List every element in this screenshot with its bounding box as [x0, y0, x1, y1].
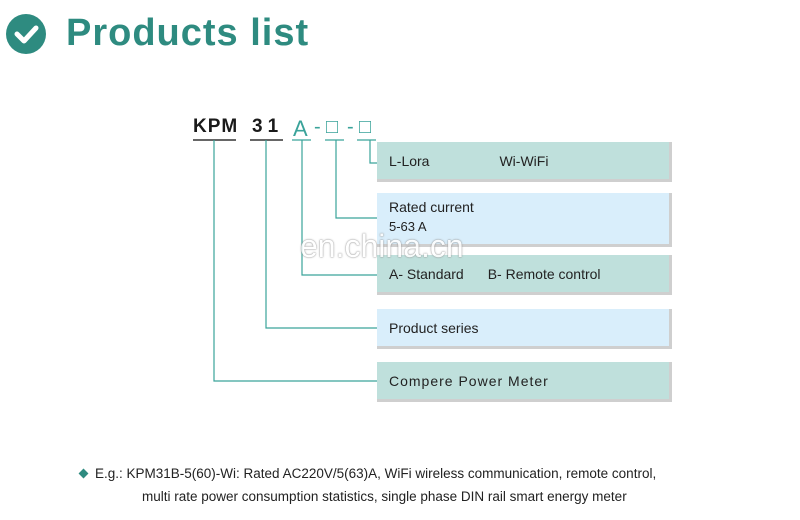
communication-box: L-Lora Wi-WiFi	[377, 142, 672, 182]
header: Products list	[0, 0, 800, 70]
code-slot-current: □	[326, 116, 339, 138]
rated-current-box: Rated current 5-63 A	[377, 193, 672, 247]
type-box: A- Standard B- Remote control	[377, 255, 672, 295]
code-series: 31	[252, 116, 284, 137]
rated-current-title: Rated current	[389, 199, 474, 215]
watermark: en.china.cn	[300, 228, 464, 264]
product-series-box: Product series	[377, 309, 672, 349]
code-dash: -	[347, 116, 354, 138]
remote-control-label: B- Remote control	[487, 265, 601, 282]
code-dash: -	[314, 116, 321, 138]
code-slot-communication: □	[359, 116, 372, 138]
code-prefix: KPM	[193, 116, 239, 137]
lora-label: L-Lora	[389, 152, 430, 169]
example-note: E.g.: KPM31B-5(60)-Wi: Rated AC220V/5(63…	[78, 462, 657, 508]
example-line-1: E.g.: KPM31B-5(60)-Wi: Rated AC220V/5(63…	[95, 466, 657, 481]
code-type: A	[293, 116, 308, 141]
standard-label: A- Standard	[389, 265, 464, 282]
product-series-label: Product series	[389, 319, 479, 336]
example-line-2: multi rate power consumption statistics,…	[142, 489, 627, 504]
wifi-label: Wi-WiFi	[499, 152, 549, 169]
diamond-bullet-icon	[78, 468, 89, 479]
rated-current-value: 5-63 A	[389, 219, 427, 234]
brand-box: Compere Power Meter	[377, 362, 672, 402]
page-title: Products list	[66, 12, 310, 54]
brand-label: Compere Power Meter	[389, 372, 549, 389]
check-circle-icon	[6, 14, 46, 54]
